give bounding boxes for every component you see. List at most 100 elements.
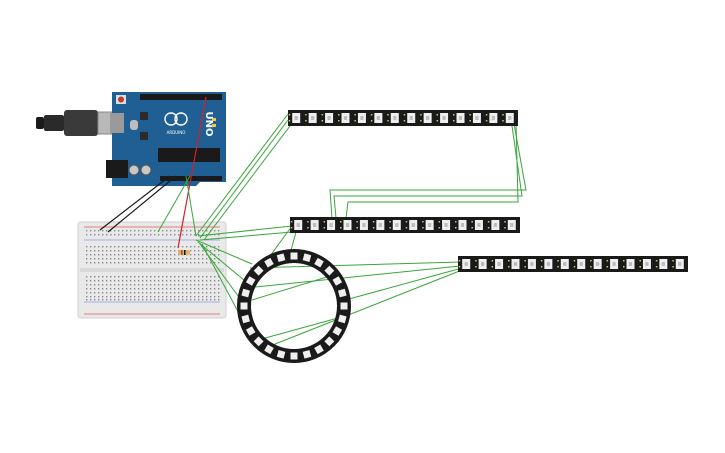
breadboard-hole[interactable] (162, 254, 164, 256)
breadboard-hole[interactable] (194, 276, 196, 278)
breadboard-hole[interactable] (134, 299, 136, 301)
breadboard-hole[interactable] (174, 230, 176, 232)
signal-wire[interactable] (257, 317, 339, 341)
breadboard-hole[interactable] (178, 230, 180, 232)
breadboard-hole[interactable] (174, 292, 176, 294)
breadboard-hole[interactable] (102, 276, 104, 278)
ground-wire[interactable] (99, 175, 171, 231)
breadboard-hole[interactable] (122, 292, 124, 294)
breadboard-hole[interactable] (106, 299, 108, 301)
breadboard-hole[interactable] (166, 280, 168, 282)
breadboard-hole[interactable] (138, 276, 140, 278)
breadboard-hole[interactable] (150, 288, 152, 290)
breadboard-hole[interactable] (102, 254, 104, 256)
breadboard-hole[interactable] (158, 258, 160, 260)
breadboard-hole[interactable] (186, 280, 188, 282)
breadboard-hole[interactable] (158, 284, 160, 286)
breadboard-hole[interactable] (202, 250, 204, 252)
breadboard-hole[interactable] (134, 284, 136, 286)
breadboard-hole[interactable] (158, 292, 160, 294)
breadboard-hole[interactable] (98, 262, 100, 264)
breadboard-hole[interactable] (90, 280, 92, 282)
breadboard-hole[interactable] (146, 254, 148, 256)
breadboard-hole[interactable] (158, 254, 160, 256)
breadboard-hole[interactable] (142, 299, 144, 301)
ring-led-pixel[interactable] (324, 336, 335, 347)
breadboard-hole[interactable] (198, 230, 200, 232)
breadboard-hole[interactable] (86, 246, 88, 248)
breadboard-hole[interactable] (166, 292, 168, 294)
breadboard-hole[interactable] (118, 230, 120, 232)
breadboard-hole[interactable] (94, 284, 96, 286)
breadboard-hole[interactable] (102, 246, 104, 248)
breadboard-hole[interactable] (206, 292, 208, 294)
breadboard-hole[interactable] (158, 288, 160, 290)
breadboard-hole[interactable] (214, 250, 216, 252)
breadboard-hole[interactable] (146, 280, 148, 282)
breadboard-hole[interactable] (174, 280, 176, 282)
breadboard-hole[interactable] (110, 288, 112, 290)
breadboard-hole[interactable] (190, 299, 192, 301)
breadboard-hole[interactable] (170, 280, 172, 282)
breadboard-hole[interactable] (114, 296, 116, 298)
breadboard-hole[interactable] (86, 280, 88, 282)
breadboard-hole[interactable] (106, 276, 108, 278)
signal-wire[interactable] (199, 119, 289, 239)
breadboard-hole[interactable] (218, 299, 220, 301)
breadboard-hole[interactable] (150, 276, 152, 278)
breadboard-hole[interactable] (206, 254, 208, 256)
breadboard-hole[interactable] (190, 250, 192, 252)
breadboard-hole[interactable] (130, 292, 132, 294)
breadboard-hole[interactable] (126, 296, 128, 298)
breadboard-hole[interactable] (110, 280, 112, 282)
breadboard-hole[interactable] (150, 296, 152, 298)
breadboard-hole[interactable] (174, 299, 176, 301)
breadboard-hole[interactable] (98, 246, 100, 248)
breadboard-hole[interactable] (202, 280, 204, 282)
breadboard-hole[interactable] (114, 246, 116, 248)
breadboard-hole[interactable] (118, 276, 120, 278)
breadboard-hole[interactable] (194, 258, 196, 260)
breadboard-hole[interactable] (138, 292, 140, 294)
breadboard-hole[interactable] (130, 230, 132, 232)
breadboard-hole[interactable] (118, 284, 120, 286)
breadboard-hole[interactable] (94, 288, 96, 290)
signal-wire[interactable] (333, 125, 523, 219)
ring-led-pixel[interactable] (324, 265, 335, 276)
breadboard-hole[interactable] (210, 254, 212, 256)
breadboard-hole[interactable] (174, 284, 176, 286)
breadboard-hole[interactable] (86, 284, 88, 286)
breadboard-hole[interactable] (210, 296, 212, 298)
breadboard-hole[interactable] (94, 230, 96, 232)
breadboard-hole[interactable] (90, 250, 92, 252)
breadboard-hole[interactable] (194, 280, 196, 282)
signal-wire[interactable] (195, 239, 253, 265)
breadboard-hole[interactable] (150, 230, 152, 232)
breadboard-hole[interactable] (134, 276, 136, 278)
breadboard-hole[interactable] (106, 288, 108, 290)
breadboard-hole[interactable] (174, 234, 176, 236)
breadboard-hole[interactable] (178, 262, 180, 264)
breadboard-hole[interactable] (178, 299, 180, 301)
breadboard-hole[interactable] (210, 292, 212, 294)
signal-wire[interactable] (269, 225, 293, 257)
ring-led-pixel[interactable] (240, 302, 248, 310)
breadboard-hole[interactable] (86, 292, 88, 294)
breadboard-hole[interactable] (190, 284, 192, 286)
signal-wire[interactable] (251, 275, 331, 301)
breadboard-hole[interactable] (214, 262, 216, 264)
ring-led-pixel[interactable] (338, 314, 347, 324)
breadboard-hole[interactable] (154, 262, 156, 264)
ring-led-pixel[interactable] (276, 350, 286, 359)
breadboard-hole[interactable] (122, 280, 124, 282)
breadboard-hole[interactable] (218, 296, 220, 298)
breadboard-hole[interactable] (170, 230, 172, 232)
breadboard-hole[interactable] (98, 230, 100, 232)
breadboard-hole[interactable] (146, 258, 148, 260)
breadboard-hole[interactable] (198, 254, 200, 256)
breadboard-hole[interactable] (170, 296, 172, 298)
breadboard-hole[interactable] (90, 246, 92, 248)
breadboard-hole[interactable] (182, 258, 184, 260)
breadboard-hole[interactable] (146, 292, 148, 294)
breadboard-hole[interactable] (98, 292, 100, 294)
